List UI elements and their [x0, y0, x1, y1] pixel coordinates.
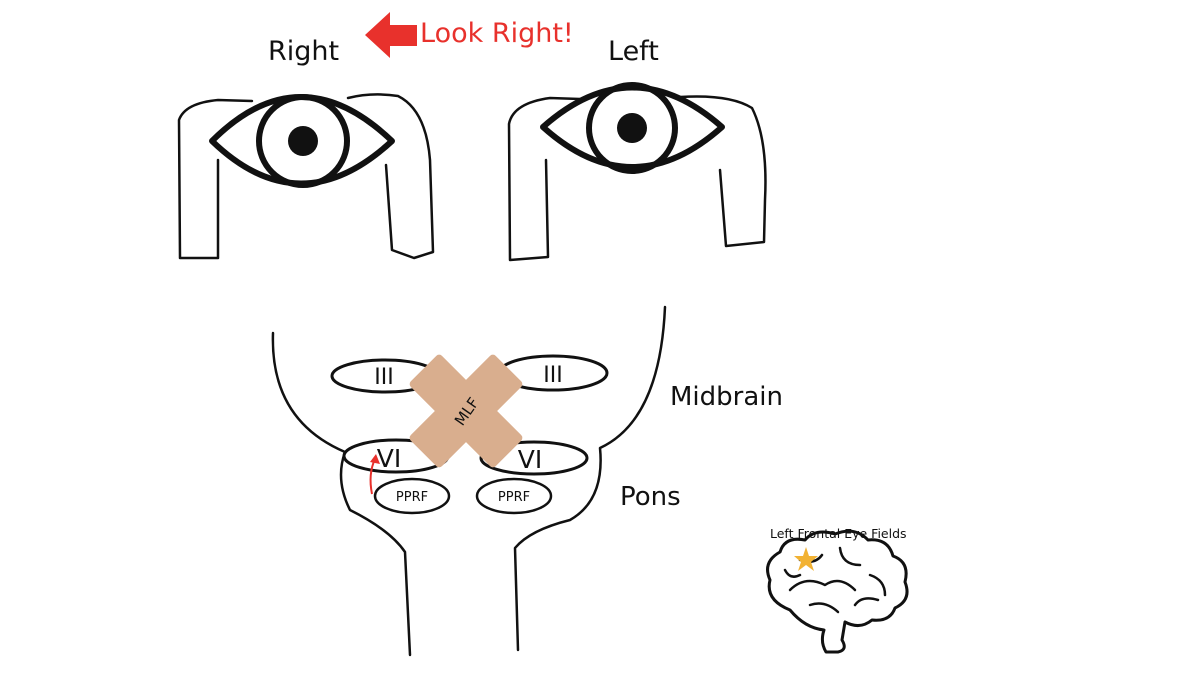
- look-right-label: Look Right!: [420, 18, 574, 49]
- left-cn6-label: VI: [518, 445, 542, 474]
- left-pprf: [475, 477, 553, 515]
- right-eye-muscle-frame: [177, 93, 435, 260]
- left-arrow-icon: [365, 12, 417, 58]
- frontal-eye-fields-label: Left Frontal Eye Fields: [770, 526, 907, 541]
- mlf-lesion-cross: MLF: [409, 354, 523, 468]
- right-eye-label: Right: [268, 36, 340, 67]
- right-pupil: [288, 126, 318, 156]
- left-eye: [540, 82, 725, 174]
- left-cn6-nucleus: [479, 440, 589, 476]
- left-cn3-label: III: [543, 363, 562, 388]
- midbrain-label: Midbrain: [670, 382, 783, 412]
- left-pprf-label: PPRF: [498, 490, 530, 505]
- brainstem-outline: [271, 305, 667, 657]
- star-icon: [794, 547, 818, 571]
- right-pprf-label: PPRF: [396, 490, 428, 505]
- left-pupil: [617, 113, 647, 143]
- right-eye: [209, 94, 395, 188]
- right-cn3-label: III: [374, 365, 393, 390]
- left-eye-muscle-frame: [507, 95, 767, 262]
- brain-icon: [766, 529, 909, 654]
- right-cn6-label: VI: [377, 444, 401, 473]
- pons-label: Pons: [620, 482, 681, 512]
- pprf-to-cn6-arrow-icon: [369, 454, 380, 495]
- left-eye-label: Left: [608, 36, 659, 67]
- right-pprf: [373, 477, 451, 515]
